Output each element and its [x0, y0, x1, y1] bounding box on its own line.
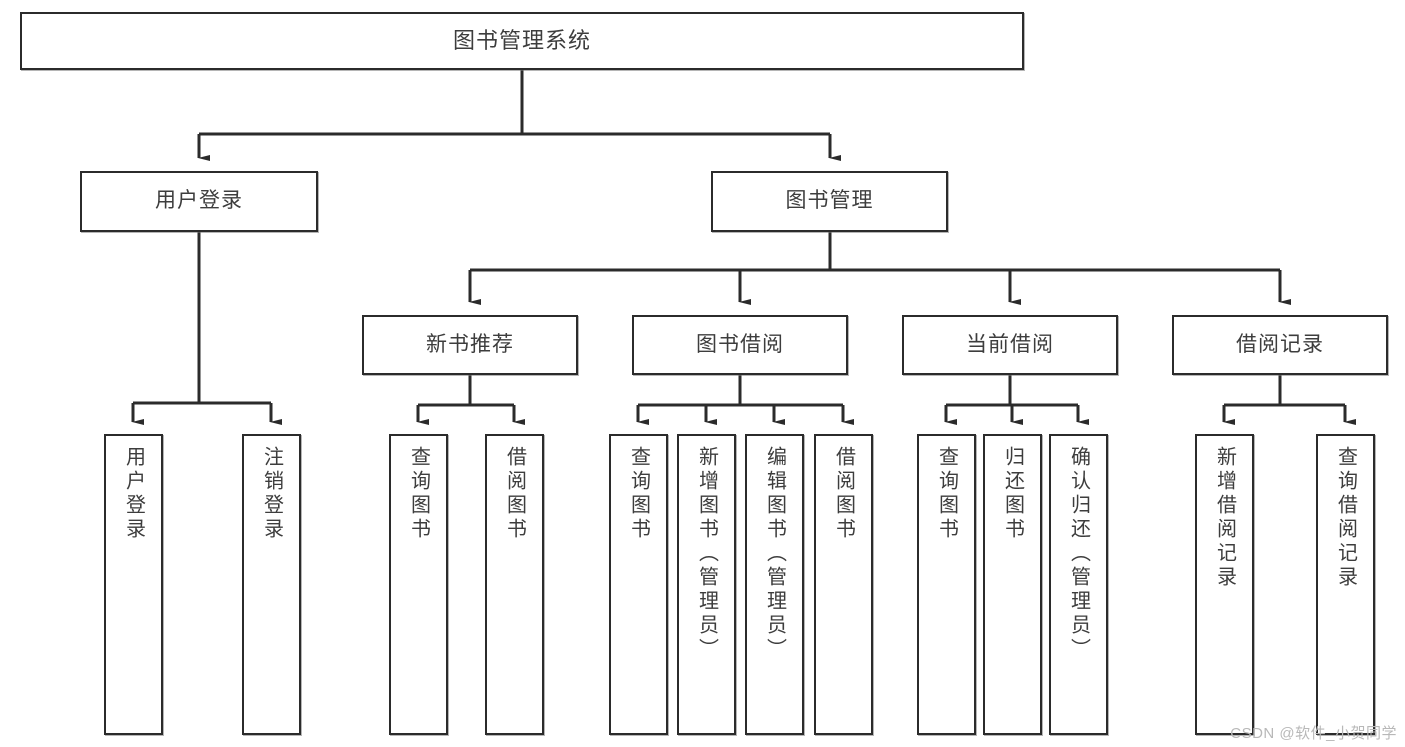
leaf-recommend-borrow-book[interactable]: 借阅图书 — [485, 434, 544, 735]
leaf-user-login-signout[interactable]: 注销登录 — [242, 434, 301, 735]
leaf-record-add-record[interactable]: 新增借阅记录 — [1195, 434, 1254, 735]
node-label: 编辑图书（管理员） — [763, 446, 786, 662]
node-user-login[interactable]: 用户登录 — [80, 171, 318, 232]
leaf-borrow-add-book-admin[interactable]: 新增图书（管理员） — [677, 434, 736, 735]
node-label: 新书推荐 — [426, 332, 514, 356]
node-label: 查询图书 — [407, 446, 430, 542]
leaf-recommend-query-book[interactable]: 查询图书 — [389, 434, 448, 735]
node-book-borrow[interactable]: 图书借阅 — [632, 315, 848, 375]
leaf-current-query-book[interactable]: 查询图书 — [917, 434, 976, 735]
leaf-borrow-edit-book-admin[interactable]: 编辑图书（管理员） — [745, 434, 804, 735]
node-label: 借阅记录 — [1236, 332, 1324, 356]
node-label: 查询图书 — [627, 446, 650, 542]
node-label: 查询图书 — [935, 446, 958, 542]
node-label: 注销登录 — [260, 446, 283, 542]
watermark: CSDN @软件_小贺同学 — [1230, 725, 1397, 742]
node-label: 用户登录 — [155, 189, 243, 213]
leaf-borrow-query-book[interactable]: 查询图书 — [609, 434, 668, 735]
leaf-borrow-borrow-book[interactable]: 借阅图书 — [814, 434, 873, 735]
node-label: 图书管理系统 — [452, 28, 591, 54]
node-label: 借阅图书 — [503, 446, 526, 542]
node-borrow-record[interactable]: 借阅记录 — [1172, 315, 1388, 375]
node-label: 用户登录 — [122, 446, 145, 542]
leaf-current-return-book[interactable]: 归还图书 — [983, 434, 1042, 735]
leaf-record-query-record[interactable]: 查询借阅记录 — [1316, 434, 1375, 735]
node-label: 查询借阅记录 — [1334, 446, 1357, 590]
leaf-current-confirm-return-admin[interactable]: 确认归还（管理员） — [1049, 434, 1108, 735]
node-current-borrow[interactable]: 当前借阅 — [902, 315, 1118, 375]
node-label: 当前借阅 — [966, 332, 1054, 356]
node-label: 确认归还（管理员） — [1067, 446, 1090, 662]
node-label: 图书借阅 — [696, 332, 784, 356]
node-label: 新增图书（管理员） — [695, 446, 718, 662]
node-new-book-recommend[interactable]: 新书推荐 — [362, 315, 578, 375]
node-label: 图书管理 — [785, 189, 874, 213]
node-book-management[interactable]: 图书管理 — [711, 171, 948, 232]
node-label: 新增借阅记录 — [1213, 446, 1236, 590]
node-label: 归还图书 — [1001, 446, 1024, 542]
node-label: 借阅图书 — [832, 446, 855, 542]
node-root-system[interactable]: 图书管理系统 — [20, 12, 1024, 70]
leaf-user-login-signin[interactable]: 用户登录 — [104, 434, 163, 735]
